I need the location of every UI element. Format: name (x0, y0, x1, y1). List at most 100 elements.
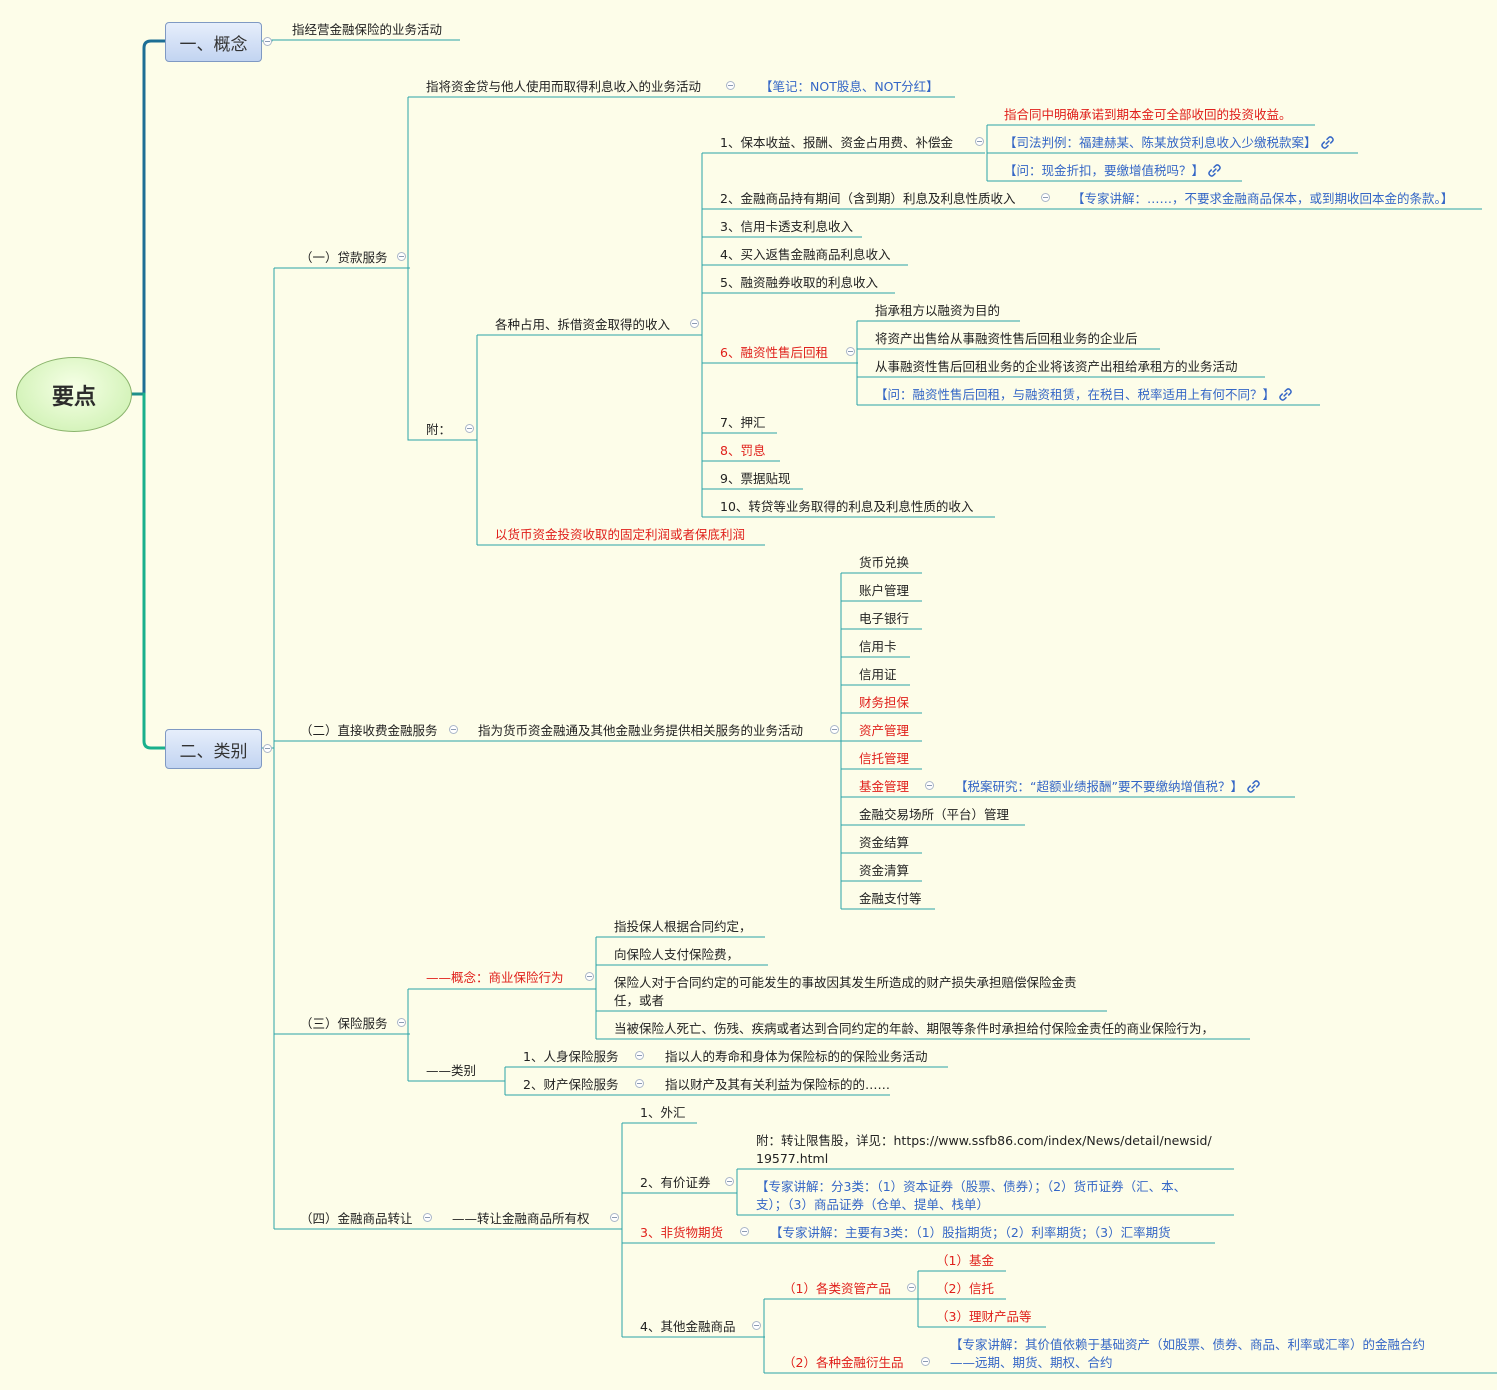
loan-item-8: 8、罚息 (720, 443, 766, 458)
concept-label: 一、概念 (179, 34, 248, 55)
loan-item-1-definition: 指合同中明确承诺到期本金可全部收回的投资收益。 (1004, 107, 1292, 122)
futures-note: 【专家讲解：主要有3类：（1）股指期货；（2）利率期货；（3）汇率期货 (770, 1225, 1171, 1240)
collapse-icon[interactable] (263, 37, 272, 46)
insurance-concept-1: 指投保人根据合同约定， (614, 919, 752, 934)
collapse-icon[interactable] (397, 252, 406, 261)
property-insurance-definition: 指以财产及其有关利益为保险标的的…… (665, 1077, 891, 1092)
leaseback-question-link[interactable]: 【问：融资性售后回租，与融资租赁，在税目、税率适用上有何不同？】 (875, 386, 1292, 403)
direct-item-fund-management[interactable]: 基金管理 (859, 779, 910, 794)
insurance-concept-4: 当被保险人死亡、伤残、疾病或者达到合同约定的年龄、期限等条件时承担给付保险金责任… (614, 1021, 1215, 1036)
direct-item: 金融支付等 (859, 891, 922, 906)
transfer-node[interactable]: （四）金融商品转让 (300, 1211, 413, 1226)
leaseback-detail-1: 指承租方以融资为目的 (875, 303, 1001, 318)
asset-management-products[interactable]: （1）各类资管产品 (783, 1281, 891, 1296)
direct-item: 货币兑换 (859, 555, 910, 570)
direct-item: 账户管理 (859, 583, 910, 598)
fixed-profit-item: 以货币资金投资收取的固定利润或者保底利润 (495, 527, 746, 542)
loan-item-9: 9、票据贴现 (720, 471, 791, 486)
collapse-icon[interactable] (752, 1321, 761, 1330)
collapse-icon[interactable] (610, 1213, 619, 1222)
link-icon[interactable] (1279, 388, 1292, 401)
direct-item: 金融交易场所（平台）管理 (859, 807, 1010, 822)
collapse-icon[interactable] (740, 1227, 749, 1236)
collapse-icon[interactable] (925, 781, 934, 790)
direct-item: 资金清算 (859, 863, 910, 878)
loan-note: 【笔记：NOT股息、NOT分红】 (760, 79, 939, 94)
securities-note-cont: 支）；（3）商品证券（仓单、提单、栈单） (756, 1197, 989, 1212)
loan-appendix-node[interactable]: 附： (426, 422, 452, 437)
transfer-item-forex: 1、外汇 (640, 1105, 686, 1120)
loan-item-2[interactable]: 2、金融商品持有期间（含到期）利息及利息性质收入 (720, 191, 1016, 206)
derivatives-note-cont: ——远期、期货、期权、合约 (950, 1355, 1113, 1370)
link-icon[interactable] (1247, 780, 1260, 793)
direct-item: 信用卡 (859, 639, 897, 654)
loan-item-5: 5、融资融券收取的利息收入 (720, 275, 878, 290)
loan-item-1[interactable]: 1、保本收益、报酬、资金占用费、补偿金 (720, 135, 953, 150)
direct-item: 信用证 (859, 667, 897, 682)
leaseback-detail-2: 将资产出售给从事融资性售后回租业务的企业后 (875, 331, 1138, 346)
collapse-icon[interactable] (449, 725, 458, 734)
securities-note: 【专家讲解：分3类：（1）资本证券（股票、债券）；（2）货币证券（汇、本、 (756, 1179, 1187, 1194)
tax-case-link[interactable]: 【税案研究：“超额业绩报酬”要不要缴纳增值税？】 (955, 778, 1260, 795)
concept-definition: 指经营金融保险的业务活动 (292, 22, 443, 37)
collapse-icon[interactable] (907, 1283, 916, 1292)
direct-item: 资金结算 (859, 835, 910, 850)
financial-derivatives[interactable]: （2）各种金融衍生品 (783, 1355, 904, 1370)
collapse-icon[interactable] (465, 424, 474, 433)
collapse-icon[interactable] (921, 1357, 930, 1366)
restricted-share-url: 附：转让限售股，详见：https://www.ssfb86.com/index/… (756, 1133, 1212, 1148)
link-icon[interactable] (1208, 164, 1221, 177)
insurance-concept-3: 保险人对于合同约定的可能发生的事故因其发生所造成的财产损失承担赔偿保险金责 (614, 975, 1077, 990)
loan-item-2-note: 【专家讲解：……，不要求金融商品保本，或到期收回本金的条款。】 (1072, 191, 1454, 206)
restricted-share-url-cont: 19577.html (756, 1151, 829, 1166)
loan-service-node[interactable]: （一）贷款服务 (300, 250, 388, 265)
category-node[interactable]: 二、类别 (165, 729, 262, 769)
collapse-icon[interactable] (975, 137, 984, 146)
transfer-item-securities[interactable]: 2、有价证券 (640, 1175, 711, 1190)
insurance-concept-node[interactable]: ——概念：商业保险行为 (426, 970, 564, 985)
transfer-definition[interactable]: ——转让金融商品所有权 (452, 1211, 590, 1226)
direct-item: 信托管理 (859, 751, 910, 766)
product-trust: （2）信托 (936, 1281, 994, 1296)
link-icon[interactable] (1320, 136, 1334, 149)
loan-item-3: 3、信用卡透支利息收入 (720, 219, 853, 234)
collapse-icon[interactable] (585, 972, 594, 981)
judicial-case-link[interactable]: 【司法判例：福建赫某、陈某放贷利息收入少缴税款案】 (1004, 134, 1334, 151)
personal-insurance-definition: 指以人的寿命和身体为保险标的的保险业务活动 (665, 1049, 928, 1064)
insurance-concept-3-cont: 任，或者 (614, 993, 665, 1008)
loan-definition: 指将资金贷与他人使用而取得利息收入的业务活动 (426, 79, 702, 94)
derivatives-note: 【专家讲解：其价值依赖于基础资产（如股票、债券、商品、利率或汇率）的金融合约 (950, 1337, 1426, 1352)
direct-item: 电子银行 (859, 611, 910, 626)
product-fund: （1）基金 (936, 1253, 994, 1268)
collapse-icon[interactable] (635, 1051, 644, 1060)
root-node[interactable]: 要点 (16, 357, 132, 432)
collapse-icon[interactable] (846, 347, 855, 356)
concept-node[interactable]: 一、概念 (165, 22, 262, 62)
loan-item-7: 7、押汇 (720, 415, 766, 430)
property-insurance[interactable]: 2、财产保险服务 (523, 1077, 619, 1092)
insurance-kind-node[interactable]: ——类别 (426, 1063, 477, 1078)
collapse-icon[interactable] (690, 319, 699, 328)
collapse-icon[interactable] (725, 1177, 734, 1186)
cash-discount-question-link[interactable]: 【问：现金折扣，要缴增值税吗？】 (1004, 162, 1221, 179)
transfer-item-other[interactable]: 4、其他金融商品 (640, 1319, 736, 1334)
collapse-icon[interactable] (263, 744, 272, 753)
collapse-icon[interactable] (1041, 193, 1050, 202)
insurance-node[interactable]: （三）保险服务 (300, 1016, 388, 1031)
collapse-icon[interactable] (635, 1079, 644, 1088)
occupy-income-node[interactable]: 各种占用、拆借资金取得的收入 (495, 317, 671, 332)
direct-item: 资产管理 (859, 723, 910, 738)
personal-insurance[interactable]: 1、人身保险服务 (523, 1049, 619, 1064)
collapse-icon[interactable] (726, 81, 735, 90)
loan-item-6[interactable]: 6、融资性售后回租 (720, 345, 828, 360)
direct-fee-node[interactable]: （二）直接收费金融服务 (300, 723, 438, 738)
loan-item-4: 4、买入返售金融商品利息收入 (720, 247, 891, 262)
transfer-item-futures[interactable]: 3、非货物期货 (640, 1225, 723, 1240)
loan-item-10: 10、转贷等业务取得的利息及利息性质的收入 (720, 499, 974, 514)
collapse-icon[interactable] (830, 725, 839, 734)
direct-fee-definition[interactable]: 指为货币资金融通及其他金融业务提供相关服务的业务活动 (478, 723, 804, 738)
collapse-icon[interactable] (397, 1018, 406, 1027)
insurance-concept-2: 向保险人支付保险费， (614, 947, 740, 962)
collapse-icon[interactable] (423, 1213, 432, 1222)
